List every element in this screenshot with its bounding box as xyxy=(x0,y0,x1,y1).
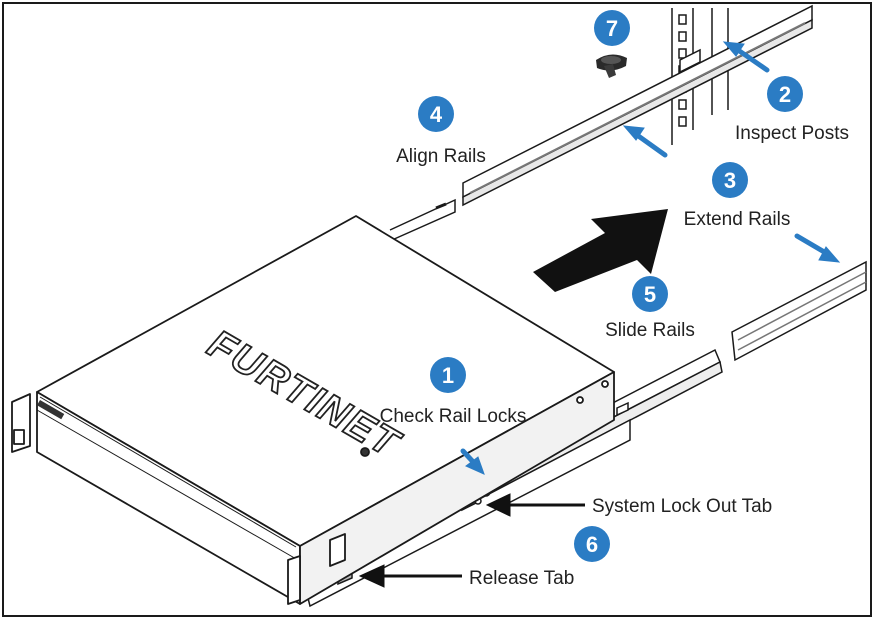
direction-arrow xyxy=(533,209,668,292)
step-number-1: 1 xyxy=(442,363,454,388)
step-badge-7: 7 xyxy=(594,10,630,46)
step-label-slide-rails: Slide Rails xyxy=(605,320,695,341)
step-label-inspect-posts: Inspect Posts xyxy=(735,123,849,144)
server-chassis xyxy=(11,215,615,605)
step-label-align-rails: Align Rails xyxy=(396,146,486,167)
step-number-4: 4 xyxy=(430,102,443,127)
callout-arrows xyxy=(358,493,585,588)
step-label-extend-rails: Extend Rails xyxy=(684,209,791,230)
step-number-6: 6 xyxy=(586,532,598,557)
screw-icon xyxy=(596,54,627,78)
diagram-frame xyxy=(2,2,872,617)
step-badge-3: 3 xyxy=(712,162,748,198)
step-badge-2: 2 xyxy=(767,76,803,112)
step-badge-4: 4 xyxy=(418,96,454,132)
callout-system-lock-out-tab: System Lock Out Tab xyxy=(592,496,772,517)
right-rail xyxy=(731,260,867,362)
step-number-3: 3 xyxy=(724,168,736,193)
step-number-5: 5 xyxy=(644,282,656,307)
step-badge-1: 1 xyxy=(430,357,466,393)
callout-release-tab: Release Tab xyxy=(469,568,574,589)
upper-rail xyxy=(389,4,813,241)
step-label-check-rail-locks: Check Rail Locks xyxy=(380,406,527,427)
step-number-2: 2 xyxy=(779,82,791,107)
step-number-7: 7 xyxy=(606,16,618,41)
step-badge-6: 6 xyxy=(574,526,610,562)
blue-arrows xyxy=(460,41,841,475)
step-badge-5: 5 xyxy=(632,276,668,312)
